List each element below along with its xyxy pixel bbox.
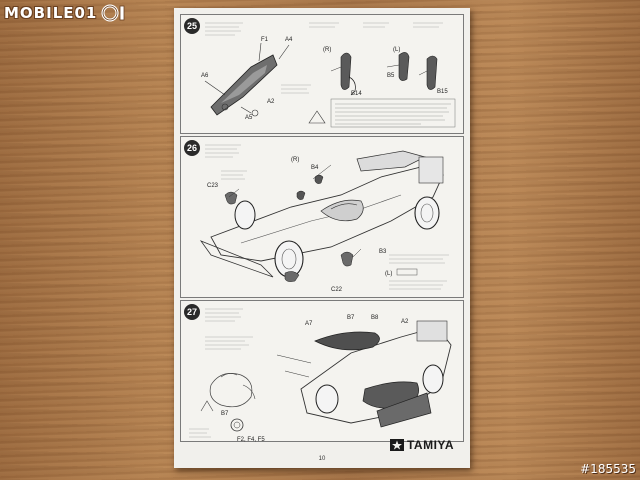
part-label: (R) xyxy=(323,47,332,53)
mobile01-logo-icon xyxy=(101,4,125,22)
part-label: (R) xyxy=(291,157,300,163)
part-label: B4 xyxy=(311,165,319,171)
page-number: 10 xyxy=(318,456,326,462)
part-label: (L) xyxy=(393,47,401,53)
tamiya-logo: TAMIYA xyxy=(389,438,454,452)
part-label: B15 xyxy=(437,89,448,95)
part-label: (L) xyxy=(385,271,393,277)
image-id: #185535 xyxy=(580,462,636,476)
tamiya-star-icon xyxy=(389,439,404,451)
part-label: B7 xyxy=(347,315,355,321)
part-label: B3 xyxy=(379,249,387,255)
brand-name: TAMIYA xyxy=(406,438,454,452)
step-26-diagram xyxy=(199,144,449,290)
part-label: F1 xyxy=(261,37,269,43)
step-27-diagram xyxy=(189,308,452,438)
part-label: A7 xyxy=(305,321,313,327)
instruction-sheet: 25 xyxy=(174,8,470,468)
step-27-panel: 27 xyxy=(180,300,464,443)
part-label: A4 xyxy=(285,37,293,43)
step-26-panel: 26 xyxy=(180,136,464,298)
part-label: B5 xyxy=(387,73,395,79)
part-label: B14 xyxy=(351,91,362,97)
watermark: MOBILE01 xyxy=(4,2,127,24)
step-number: 27 xyxy=(184,304,200,320)
part-label: C23 xyxy=(207,183,219,189)
step-25-diagram xyxy=(204,22,456,128)
step-number: 25 xyxy=(184,18,200,34)
part-label: A2 xyxy=(401,319,409,325)
part-label: C22 xyxy=(331,287,343,293)
watermark-text: MOBILE01 xyxy=(4,4,98,22)
part-label: A6 xyxy=(201,73,209,79)
part-label: B7 xyxy=(221,411,229,417)
part-label: A5 xyxy=(245,115,253,121)
part-label: A2 xyxy=(267,99,275,105)
part-label: F2, F4, F5 xyxy=(237,437,265,443)
step-number: 26 xyxy=(184,140,200,156)
part-label: B8 xyxy=(371,315,379,321)
step-25-panel: 25 xyxy=(180,14,464,134)
